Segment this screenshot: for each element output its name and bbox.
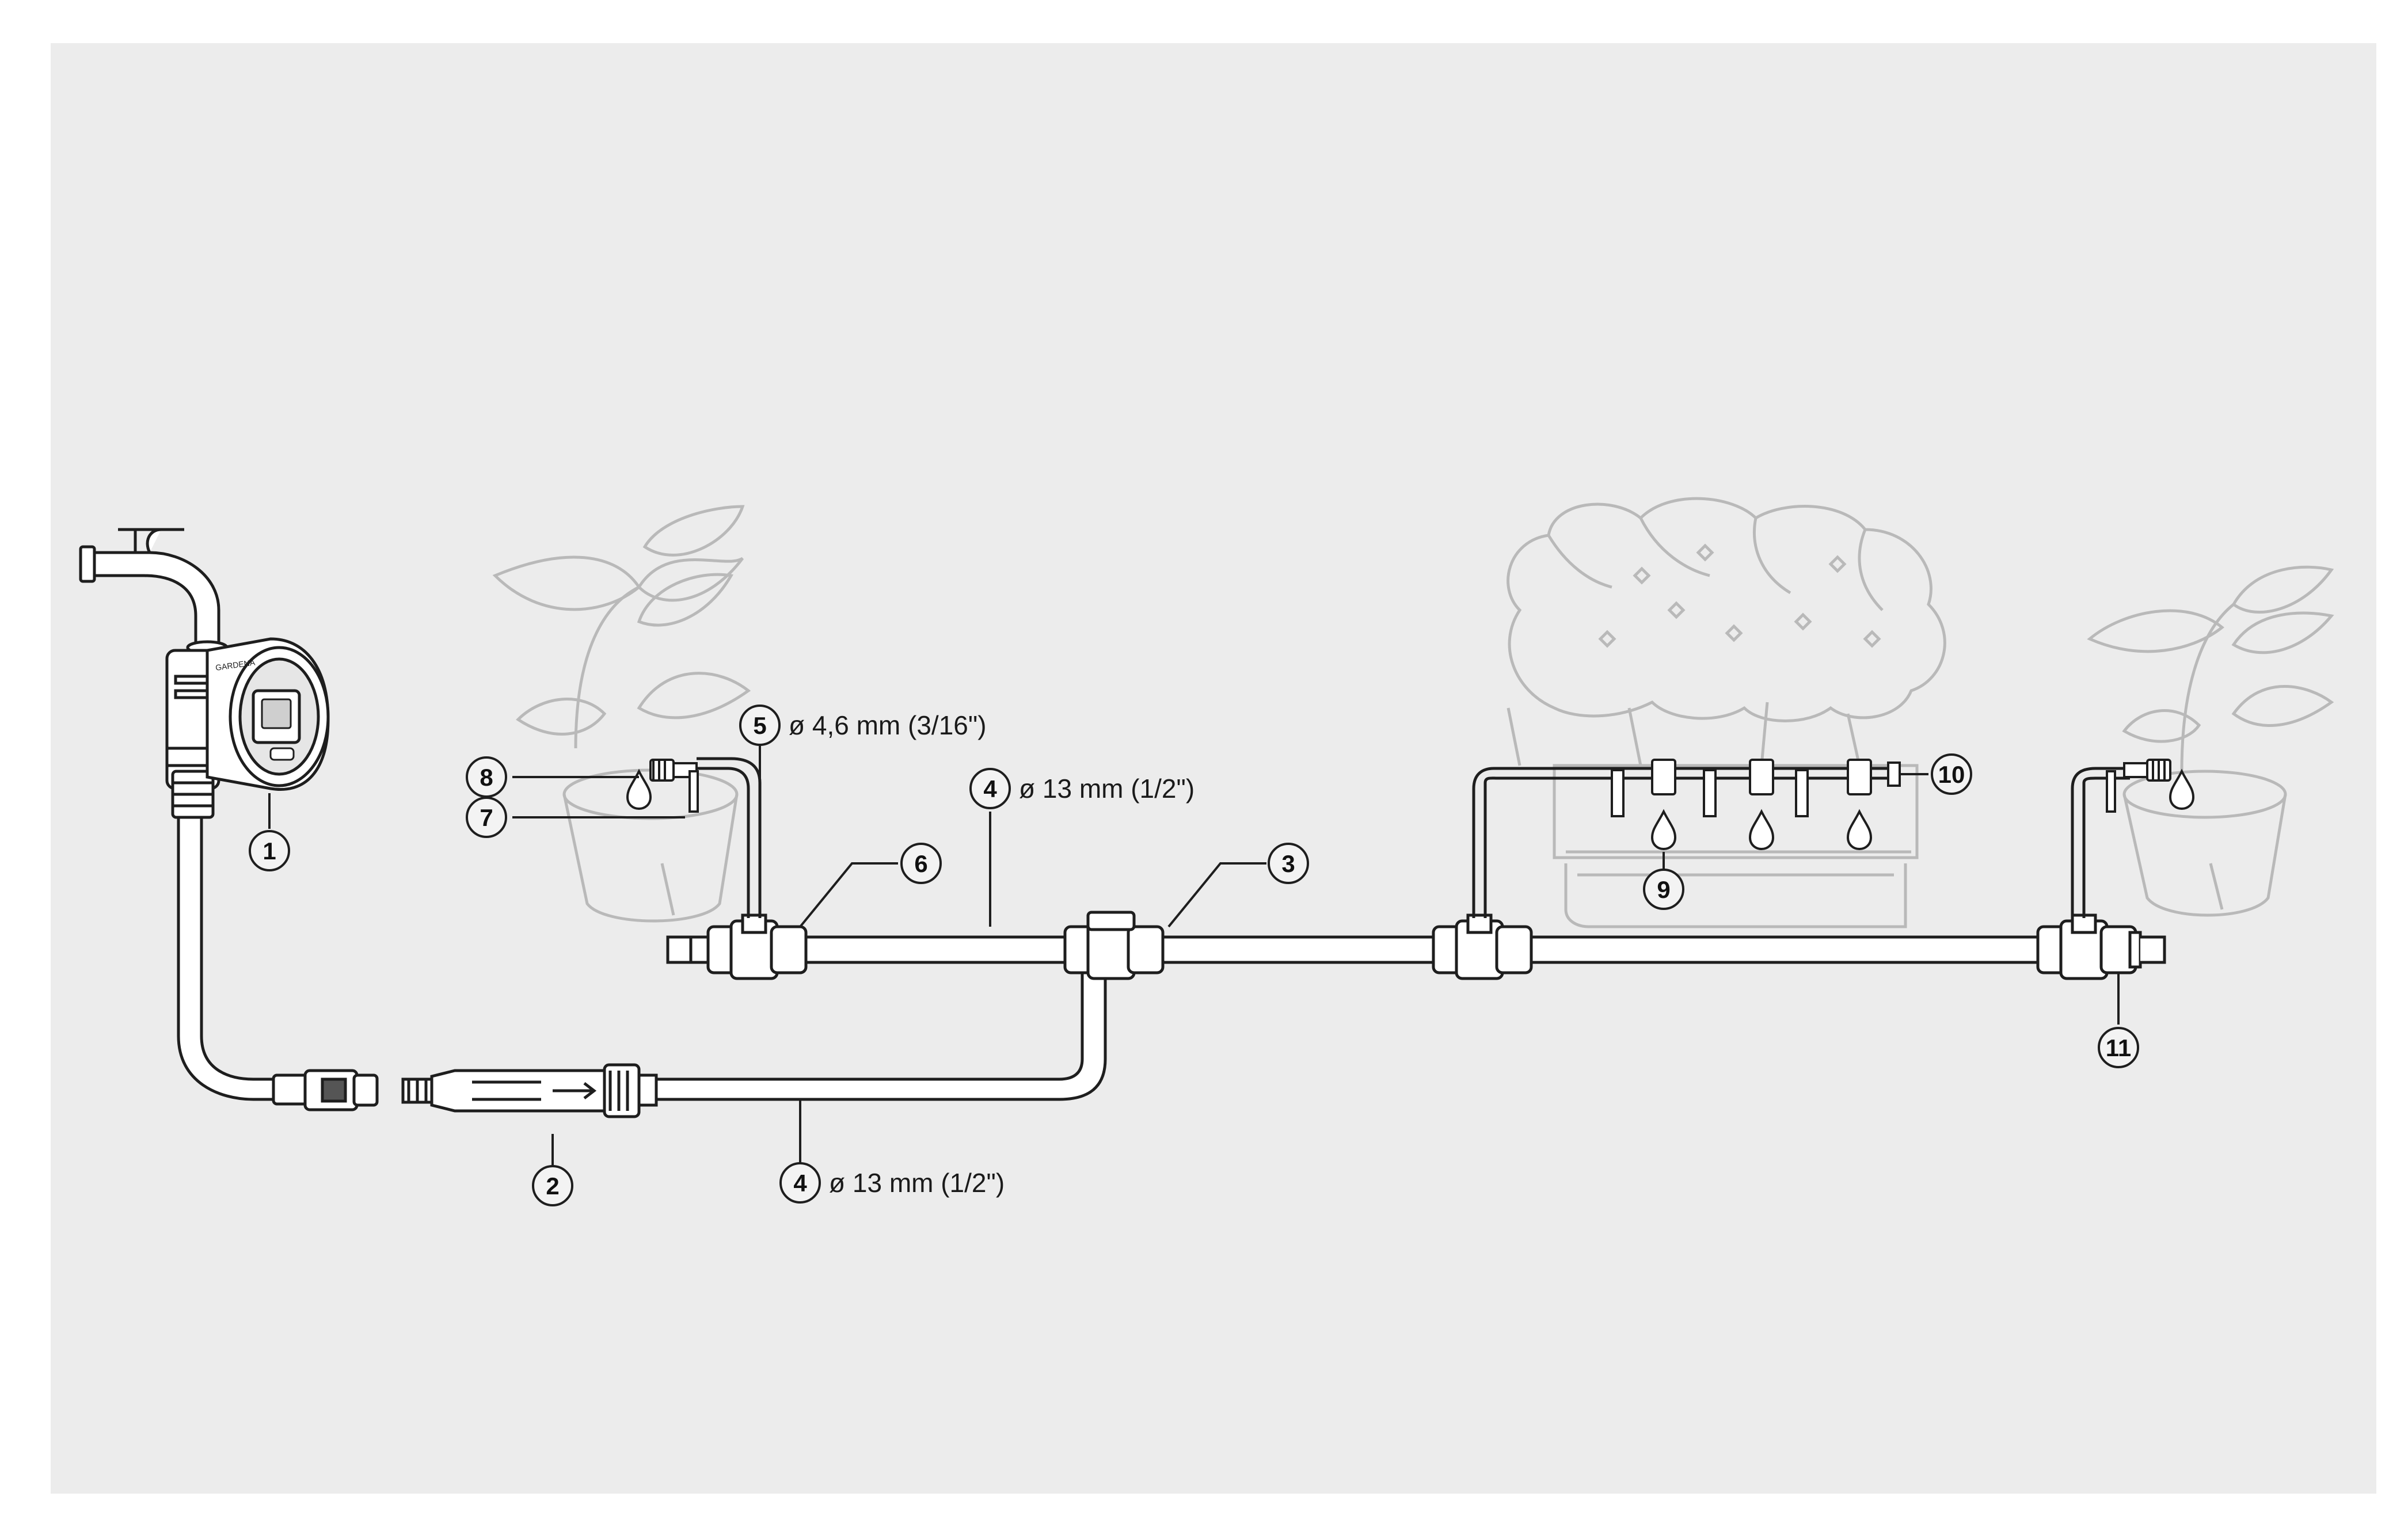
callout-badge: [2098, 1027, 2139, 1068]
callout-6: 6: [900, 843, 942, 884]
callout-10: 10: [1931, 753, 1972, 795]
callout-11: 11: [2098, 1027, 2139, 1068]
callout-layer: 1 2 3 4 ø 13 mm (1/2") 4 ø 13 mm (1/2") 5 ø 4,6 …: [249, 705, 2139, 1206]
callout-5: 5 ø 4,6 mm (3/16"): [739, 705, 987, 746]
callout-badge: [1268, 843, 1309, 884]
water-drop-icon: [626, 768, 2195, 851]
callout-2: 2: [532, 1165, 573, 1206]
callout-7: 7: [466, 797, 507, 838]
end-plug-icon: [2128, 931, 2166, 969]
callout-number: 6: [914, 850, 927, 877]
callout-8: 8: [466, 756, 507, 798]
callout-badge: [969, 768, 1011, 809]
potted-plant-left-icon: [492, 505, 751, 923]
flower-bush-icon: [1507, 497, 1946, 766]
callout-number: 10: [1938, 761, 1965, 788]
callout-badge: [532, 1165, 573, 1206]
drip-emitter-icon: [649, 759, 2171, 817]
callout-number: 3: [1281, 850, 1295, 877]
callout-badge: [739, 705, 781, 746]
callout-label: ø 13 mm (1/2"): [829, 1168, 1005, 1198]
callout-4b: 4 ø 13 mm (1/2"): [779, 1162, 1005, 1204]
potted-plant-right-icon: [2087, 565, 2334, 917]
callout-badge: [249, 830, 290, 871]
micro-drip-line: [697, 757, 2130, 918]
callout-4a: 4 ø 13 mm (1/2"): [969, 768, 1195, 809]
callout-label: ø 13 mm (1/2"): [1019, 774, 1195, 804]
callout-badge: [1643, 869, 1684, 910]
callout-1: 1: [249, 830, 290, 871]
callout-number: 4: [983, 775, 997, 802]
callout-badge: [466, 756, 507, 798]
callout-number: 11: [2106, 1034, 2131, 1061]
callout-number: 9: [1657, 876, 1670, 903]
water-timer-icon: GARDENA: [206, 637, 330, 791]
callout-9: 9: [1643, 869, 1684, 910]
callout-3: 3: [1268, 843, 1309, 884]
callout-number: 1: [263, 837, 276, 865]
callout-number: 5: [753, 712, 766, 739]
callout-badge: [1931, 753, 1972, 795]
callout-label: ø 4,6 mm (3/16"): [789, 710, 987, 740]
callout-number: 8: [480, 764, 493, 791]
callout-number: 7: [480, 804, 493, 831]
hose-connector-icon: [272, 1063, 658, 1118]
callout-number: 4: [793, 1170, 807, 1197]
planter-box-icon: [1553, 764, 1919, 928]
callout-badge: [900, 843, 942, 884]
leader-lines: [268, 731, 2120, 1168]
tee-connector-icon: [666, 911, 2137, 980]
diagram-panel: [51, 43, 2376, 1494]
callout-badge: [779, 1162, 821, 1204]
callout-number: 2: [546, 1172, 559, 1200]
